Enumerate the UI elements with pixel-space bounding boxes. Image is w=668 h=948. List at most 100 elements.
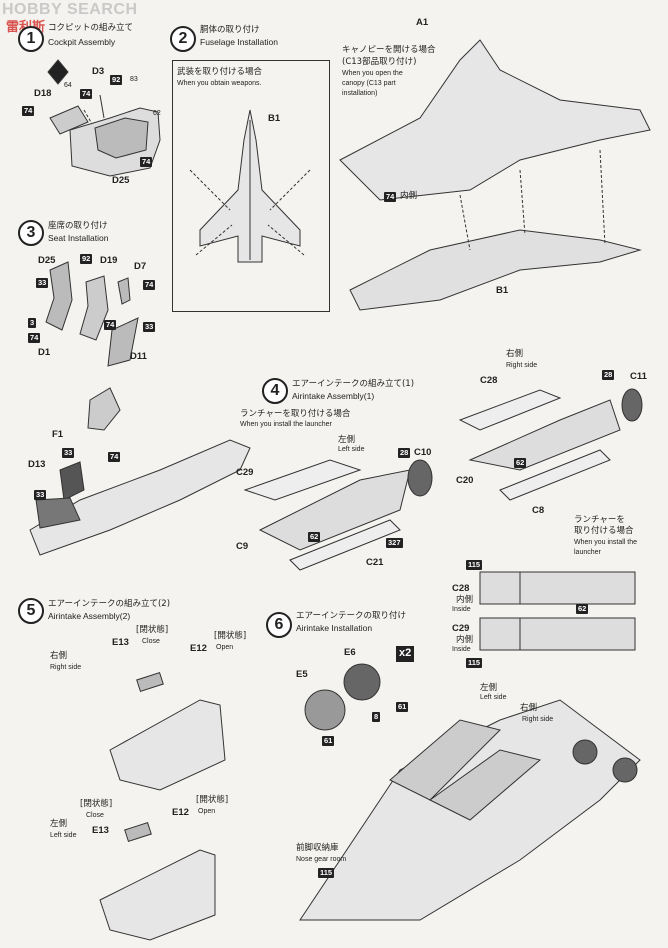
inner-label-en: Inside: [452, 646, 471, 653]
launcher-right-en2: launcher: [574, 549, 601, 556]
step-6-title-jp: エアーインテークの取り付け: [296, 611, 406, 621]
step-5-title-jp: エアーインテークの組み立て(2): [48, 599, 171, 609]
canopy-note-en2: canopy (C13 part: [342, 80, 396, 87]
opened-en: Open: [216, 644, 234, 651]
color-92: 92: [80, 254, 93, 264]
part-D13: D13: [28, 459, 46, 470]
color-61: 61: [322, 736, 335, 746]
left-side-jp: 左側: [338, 435, 356, 445]
launcher-note-jp: ランチャーを取り付ける場合: [240, 409, 351, 419]
color-74: 74: [22, 106, 35, 116]
weapons-box: [172, 60, 330, 312]
color-28: 28: [398, 448, 411, 458]
cockpit-drawing: [47, 59, 161, 177]
step-6-number: 6: [266, 612, 292, 638]
color-74: 74: [80, 89, 93, 99]
step-2-number: 2: [170, 26, 196, 52]
nose-gear-jp: 前脚収納庫: [296, 843, 339, 853]
part-C29: C29: [236, 467, 254, 478]
upper-fuselage-drawing: [339, 39, 651, 311]
closed-jp: [閉状態]: [80, 799, 113, 809]
fuselage-weapons-drawing: [189, 109, 311, 263]
launcher-note-en: When you install the launcher: [240, 421, 332, 428]
color-3: 3: [28, 318, 37, 328]
step-1-number: 1: [18, 26, 44, 52]
color-74: 74: [384, 192, 397, 202]
color-74: 74: [108, 452, 121, 462]
canopy-note-jp2: (C13部品取り付け): [342, 57, 417, 67]
part-B1: B1: [496, 285, 509, 296]
part-C9: C9: [236, 541, 249, 552]
part-C28: C28: [480, 375, 498, 386]
step-4-title-jp: エアーインテークの組み立て(1): [292, 379, 415, 389]
right-side-en: Right side: [506, 362, 538, 369]
part-D19: D19: [100, 255, 118, 266]
step-4-number: 4: [262, 378, 288, 404]
right-side-jp: 右側: [506, 349, 524, 359]
color-62: 62: [153, 110, 161, 117]
part-D11: D11: [130, 351, 147, 362]
color-327: 327: [386, 538, 403, 548]
step-1-title-jp: コクピットの組み立て: [48, 23, 134, 33]
weapons-note-en: When you obtain weapons.: [177, 80, 262, 87]
step-5-number: 5: [18, 598, 44, 624]
left-side-en: Left side: [338, 446, 365, 453]
left-side-jp: 左側: [50, 819, 68, 829]
inner-label: 内側: [456, 595, 474, 605]
part-B1: B1: [268, 113, 281, 124]
color-64: 64: [64, 82, 72, 89]
part-C20: C20: [456, 475, 474, 486]
step-3-number: 3: [18, 220, 44, 246]
step-2-title-jp: 胴体の取り付け: [200, 25, 260, 35]
color-8: 8: [372, 712, 381, 722]
part-D18: D18: [34, 88, 52, 99]
seat-drawing: [45, 261, 139, 367]
part-C8: C8: [532, 505, 545, 516]
part-C10: C10: [414, 447, 432, 458]
nose-gear-en: Nose gear room: [296, 856, 347, 863]
step-4-title-en: Airintake Assembly(1): [292, 391, 375, 401]
launcher-right-jp2: 取り付ける場合: [574, 526, 634, 536]
color-62: 62: [308, 532, 321, 542]
part-E12: E12: [172, 807, 189, 818]
airintake-left-drawing: [243, 459, 433, 571]
canopy-note-jp1: キャノピーを開ける場合: [342, 45, 436, 55]
closed-en: Close: [86, 812, 104, 819]
airintake-right-drawing: [458, 388, 643, 501]
intake-assembly-2-drawing: [99, 671, 226, 941]
color-33: 33: [36, 278, 49, 288]
canopy-note-en3: installation): [342, 90, 378, 97]
step-2-title-en: Fuselage Installation: [200, 37, 278, 47]
part-E5: E5: [296, 669, 308, 680]
step-3-title-en: Seat Installation: [48, 233, 109, 243]
part-D25: D25: [112, 175, 130, 186]
color-28: 28: [602, 370, 615, 380]
part-C28: C28: [452, 583, 470, 594]
color-33: 33: [62, 448, 75, 458]
left-side-en: Left side: [50, 832, 77, 839]
color-33: 33: [34, 490, 47, 500]
launcher-right-jp1: ランチャーを: [574, 515, 625, 525]
intake-duct-strips: [479, 571, 636, 651]
cockpit-fuselage-drawing: [29, 387, 251, 556]
left-side-en: Left side: [480, 694, 507, 701]
part-E13: E13: [92, 825, 109, 836]
color-74: 74: [140, 157, 153, 167]
inner-label-en: Inside: [452, 606, 471, 613]
part-D7: D7: [134, 261, 147, 272]
right-side-en: Right side: [50, 664, 82, 671]
weapons-note-jp: 武装を取り付ける場合: [177, 67, 263, 77]
part-C21: C21: [366, 557, 384, 568]
closed-jp: [閉状態]: [136, 625, 169, 635]
color-74: 74: [28, 333, 41, 343]
part-E13: E13: [112, 637, 129, 648]
color-62: 62: [576, 604, 589, 614]
opened-jp: [開状態]: [214, 631, 247, 641]
inner-label: 内側: [400, 191, 418, 201]
left-side-jp: 左側: [480, 683, 498, 693]
inner-label: 内側: [456, 635, 474, 645]
part-D1: D1: [38, 347, 51, 358]
color-83: 83: [130, 76, 138, 83]
opened-jp: [開状態]: [196, 795, 229, 805]
